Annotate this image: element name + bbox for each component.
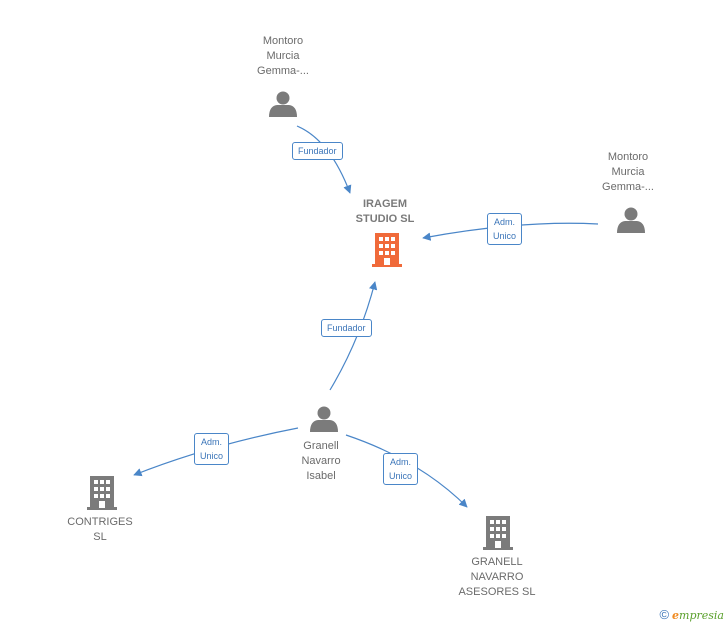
- brand-name: mpresia: [679, 609, 724, 622]
- edge-label-center-to-bottom: Adm. Unico: [383, 453, 419, 485]
- building-icon: [483, 516, 513, 550]
- brand-logo: ©empresia: [659, 607, 724, 622]
- edge-center-to-focus: [329, 281, 378, 391]
- node-label-person-right[interactable]: Montoro Murcia Gemma-...: [602, 151, 654, 193]
- edge-label-top-to-focus: Fundador: [292, 142, 343, 160]
- person-icon: [617, 207, 645, 233]
- building-icon: [372, 233, 402, 267]
- person-icon: [269, 91, 297, 117]
- edge-label-center-to-focus: Fundador: [321, 319, 372, 337]
- node-label-company-bottom[interactable]: GRANELL NAVARRO ASESORES SL: [458, 556, 536, 598]
- edge-label-right-to-focus: Adm. Unico: [487, 213, 523, 245]
- edge-label-center-to-left: Adm. Unico: [194, 433, 230, 465]
- node-label-person-top[interactable]: Montoro Murcia Gemma-...: [257, 35, 309, 77]
- node-label-person-center[interactable]: Granell Navarro Isabel: [301, 440, 341, 482]
- person-icon: [310, 406, 338, 432]
- node-label-focus-company[interactable]: IRAGEM STUDIO SL: [355, 198, 415, 225]
- building-icon: [87, 476, 117, 510]
- copyright-icon: ©: [659, 607, 670, 622]
- brand-initial: e: [672, 609, 680, 622]
- node-label-company-left[interactable]: CONTRIGES SL: [67, 516, 133, 543]
